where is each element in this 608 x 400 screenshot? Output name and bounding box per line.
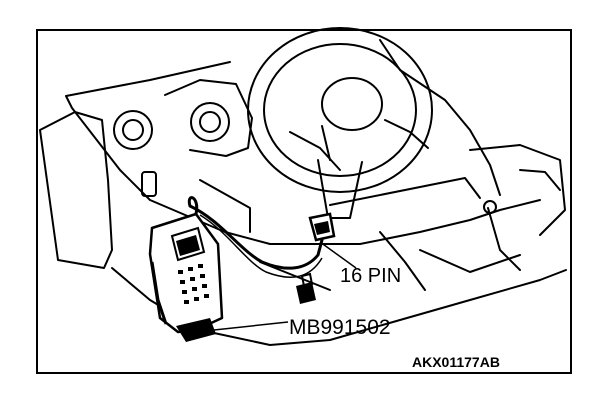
steering-column — [317, 159, 363, 219]
instrument-cluster — [164, 79, 253, 157]
figure-code-label: AKX01177AB — [412, 354, 500, 370]
door-panel — [39, 111, 113, 269]
left-vent-inner — [122, 119, 144, 141]
right-trim — [519, 169, 561, 191]
tool-leader-line — [213, 321, 289, 331]
scan-tool-cable-lower — [199, 214, 323, 279]
glovebox — [469, 144, 566, 236]
dashboard-outline — [65, 61, 541, 245]
handheld-scan-tool-icon — [148, 212, 224, 342]
center-vent-outer — [190, 102, 230, 142]
pedal-area — [379, 231, 521, 291]
steering-wheel-hub — [321, 77, 383, 131]
figure-frame — [36, 29, 572, 374]
tool-callout-label: MB991502 — [289, 316, 391, 339]
left-vent-outer — [113, 110, 153, 150]
diagnosis-connector-icon — [308, 212, 336, 242]
steering-wheel-spokes — [289, 119, 429, 171]
right-knob — [483, 200, 497, 214]
steering-wheel-rim-outer — [247, 27, 433, 193]
scan-tool-cable — [187, 196, 324, 270]
panel-switch — [141, 171, 157, 197]
knee-panel — [199, 177, 481, 233]
connector-leader-line — [319, 241, 357, 269]
console-edge — [487, 207, 521, 271]
vehicle-connector-icon — [296, 272, 316, 304]
steering-wheel-rim-inner — [263, 43, 417, 177]
dashboard-top-right — [379, 39, 501, 196]
center-vent-inner — [199, 111, 221, 133]
connector-callout-label: 16 PIN — [340, 265, 402, 287]
